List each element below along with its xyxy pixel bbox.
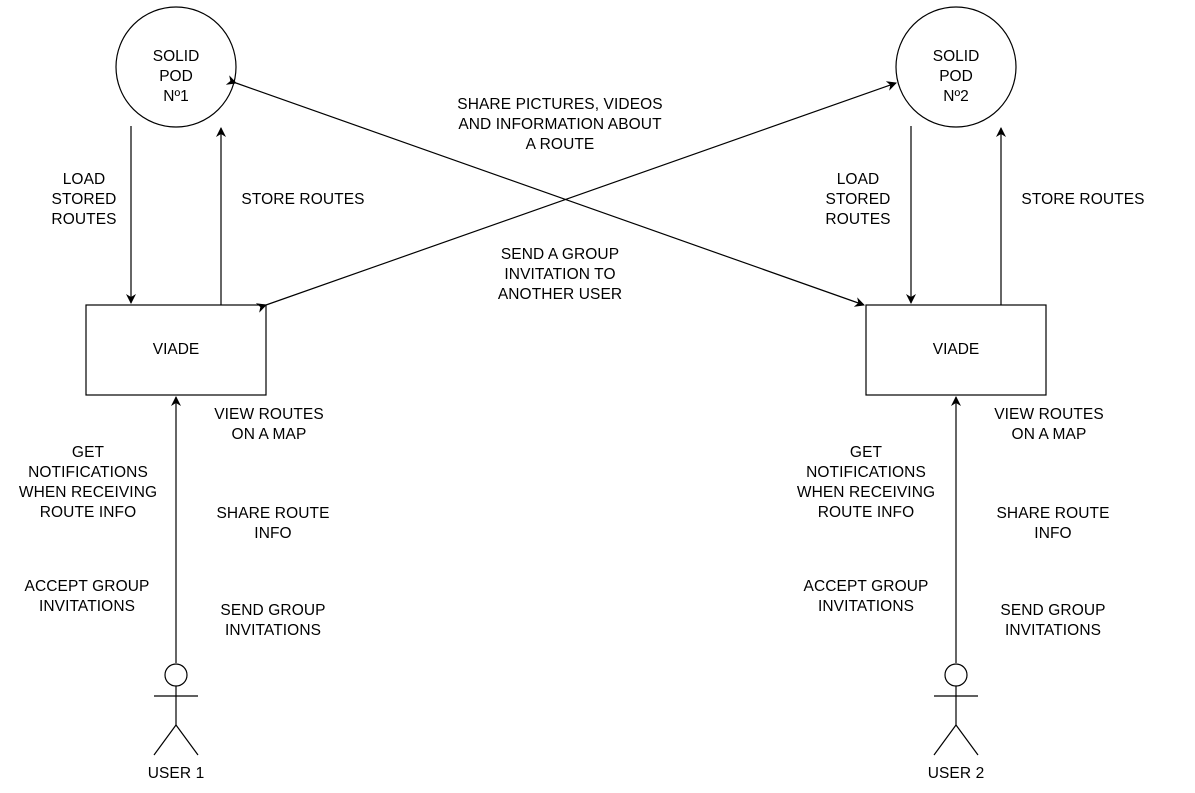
viade-app-1-node[interactable]	[85, 304, 267, 396]
edge-app1-to-pod2	[255, 81, 897, 313]
user2-view-routes-label: VIEW ROUTES ON A MAP	[994, 406, 1104, 443]
user2-share-route-label: SHARE ROUTE INFO	[996, 505, 1110, 542]
user1-accept-invitations-label: ACCEPT GROUP INVITATIONS	[24, 578, 150, 615]
viade-app-1-label: VIADE	[152, 341, 200, 358]
solid-pod-1-node[interactable]	[115, 6, 237, 128]
user1-notifications-label: GET NOTIFICATIONS WHEN RECEIVING ROUTE I…	[18, 444, 158, 521]
store-routes-1-label: STORE ROUTES	[241, 191, 365, 208]
user-1-label: USER 1	[147, 765, 205, 782]
user-2-label: USER 2	[927, 765, 985, 782]
share-route-info-label: SHARE PICTURES, VIDEOS AND INFORMATION A…	[457, 96, 663, 153]
user1-share-route-label: SHARE ROUTE INFO	[216, 505, 330, 542]
user2-accept-invitations-label: ACCEPT GROUP INVITATIONS	[803, 578, 929, 615]
load-routes-1-label: LOAD STORED ROUTES	[51, 171, 117, 228]
user1-send-invitations-label: SEND GROUP INVITATIONS	[220, 602, 326, 639]
send-group-invitation-label: SEND A GROUP INVITATION TO ANOTHER USER	[497, 246, 623, 303]
store-routes-2-label: STORE ROUTES	[1021, 191, 1145, 208]
solid-pod-2-label: SOLID POD Nº2	[932, 48, 980, 105]
user-1-actor-icon[interactable]	[153, 663, 199, 756]
solid-pod-1-label: SOLID POD Nº1	[152, 48, 200, 105]
user2-notifications-label: GET NOTIFICATIONS WHEN RECEIVING ROUTE I…	[796, 444, 936, 521]
user-2-actor-icon[interactable]	[933, 663, 979, 756]
user1-view-routes-label: VIEW ROUTES ON A MAP	[214, 406, 324, 443]
viade-app-2-node[interactable]	[865, 304, 1047, 396]
solid-pod-2-node[interactable]	[895, 6, 1017, 128]
user2-send-invitations-label: SEND GROUP INVITATIONS	[1000, 602, 1106, 639]
load-routes-2-label: LOAD STORED ROUTES	[825, 171, 891, 228]
viade-app-2-label: VIADE	[932, 341, 980, 358]
